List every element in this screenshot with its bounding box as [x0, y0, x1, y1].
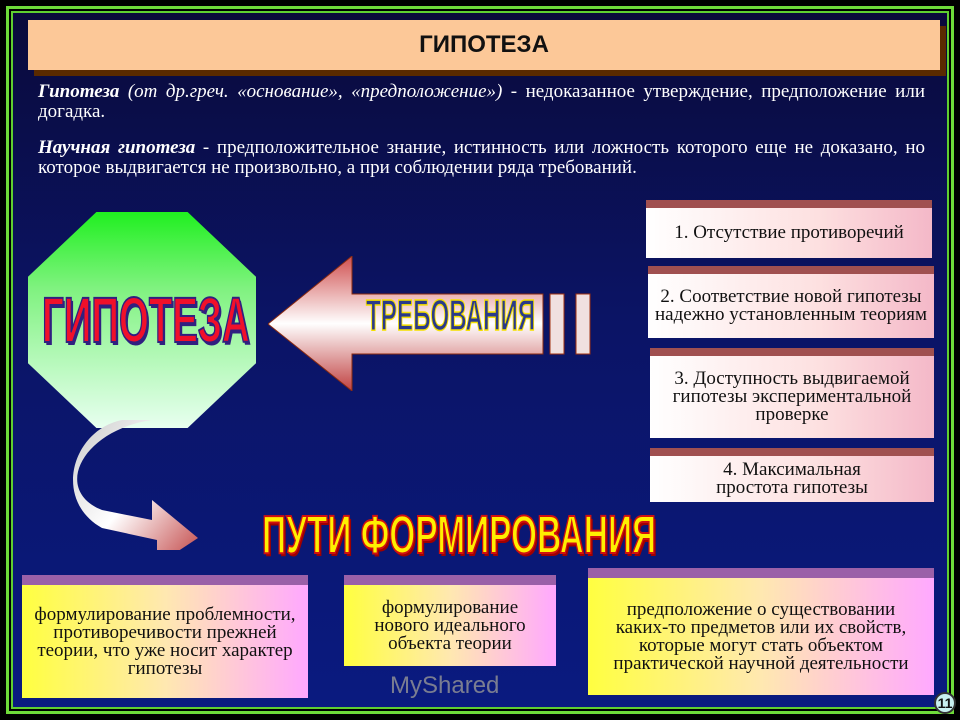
- watermark: MyShared: [390, 672, 500, 699]
- definition-text: - недоказанное утверждение, предположени…: [38, 81, 925, 122]
- formation-path-box: формулирование нового идеального объекта…: [344, 575, 556, 666]
- curved-arrow-icon: [73, 420, 198, 550]
- left-arrow-icon: [268, 256, 591, 391]
- scientific-paragraph: Научная гипотеза - предположительное зна…: [38, 138, 925, 178]
- scientific-term: Научная гипотеза: [38, 137, 196, 158]
- requirement-box: 4. Максимальная простота гипотезы: [650, 448, 934, 502]
- formation-paths-label: ПУТИ ФОРМИРОВАНИЯ: [261, 505, 657, 565]
- definition-term: Гипотеза: [38, 81, 120, 102]
- hypothesis-octagon: [28, 212, 256, 428]
- hypothesis-label: ГИПОТЕЗА: [41, 284, 250, 356]
- scientific-text: - предположительное знание, истинность и…: [38, 137, 925, 178]
- page-number: 11: [934, 692, 956, 714]
- formation-path-box: формулирование проблемности, противоречи…: [22, 575, 308, 698]
- definition-paragraph: Гипотеза (от др.греч. «основание», «пред…: [38, 82, 925, 122]
- requirements-label: ТРЕБОВАНИЯ: [366, 291, 536, 340]
- slide-title: ГИПОТЕЗА: [28, 20, 940, 70]
- requirement-box: 2. Соответствие новой гипотезы надежно у…: [648, 266, 934, 338]
- definition-etymology: (от др.греч. «основание», «предположение…: [127, 81, 503, 102]
- requirement-box: 1. Отсутствие противоречий: [646, 200, 932, 258]
- requirement-box: 3. Доступность выдвигаемой гипотезы эксп…: [650, 348, 934, 438]
- formation-path-box: предположение о существовании каких-то п…: [588, 568, 934, 695]
